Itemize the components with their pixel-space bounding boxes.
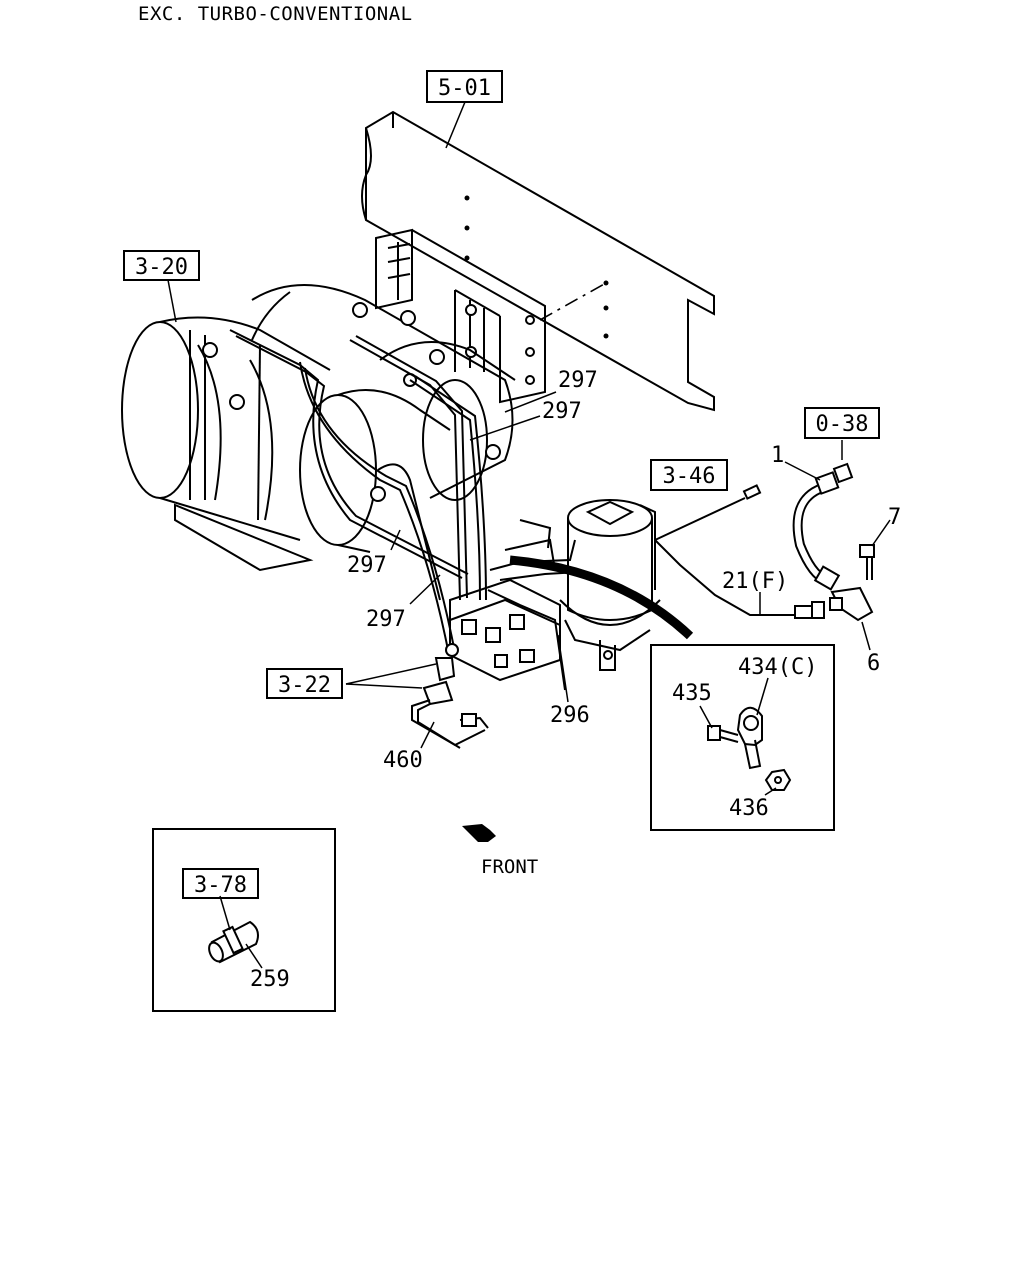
ref-box-0-38: 0-38: [804, 407, 880, 439]
front-label: FRONT: [481, 856, 538, 878]
hose-assembly: [792, 462, 875, 622]
valve-block: [445, 519, 561, 682]
air-dryer: [559, 499, 661, 671]
callout-296: 296: [550, 703, 590, 728]
tank-bracket: [375, 228, 546, 404]
callout-1: 1: [771, 443, 784, 468]
callout-460: 460: [383, 748, 423, 773]
svg-text:3-46: 3-46: [663, 464, 716, 489]
air-tanks: [121, 284, 516, 572]
svg-text:3-20: 3-20: [135, 255, 188, 280]
callout-297-d: 297: [366, 607, 406, 632]
valve-elbows: [411, 657, 489, 749]
svg-text:5-01: 5-01: [438, 76, 491, 101]
clip-detail-box: [650, 644, 835, 831]
hose-detail-box: [152, 828, 336, 1012]
callout-7: 7: [888, 505, 901, 530]
ref-box-3-20: 3-20: [123, 250, 200, 281]
ref-box-5-01: 5-01: [426, 70, 503, 103]
svg-text:0-38: 0-38: [816, 412, 869, 437]
callout-434c: 434(C): [738, 655, 817, 680]
ref-box-3-22: 3-22: [266, 668, 343, 699]
callout-6: 6: [867, 651, 880, 676]
callout-435: 435: [672, 681, 712, 706]
ref-box-3-46: 3-46: [650, 459, 728, 491]
ref-box-3-78: 3-78: [182, 868, 259, 899]
harness: [654, 484, 825, 619]
callout-297-b: 297: [542, 399, 582, 424]
leader-lines: [167, 101, 891, 969]
front-arrow-icon: [462, 824, 496, 842]
svg-text:3-22: 3-22: [278, 673, 331, 698]
callout-297-c: 297: [347, 553, 387, 578]
callout-21f: 21(F): [722, 569, 788, 594]
callout-436: 436: [729, 796, 769, 821]
svg-text:3-78: 3-78: [194, 873, 247, 898]
callout-297-a: 297: [558, 368, 598, 393]
page-title: EXC. TURBO-CONVENTIONAL: [138, 3, 413, 25]
pipe-lines: [229, 329, 694, 691]
frame-rail: [361, 110, 715, 412]
callout-259: 259: [250, 967, 290, 992]
